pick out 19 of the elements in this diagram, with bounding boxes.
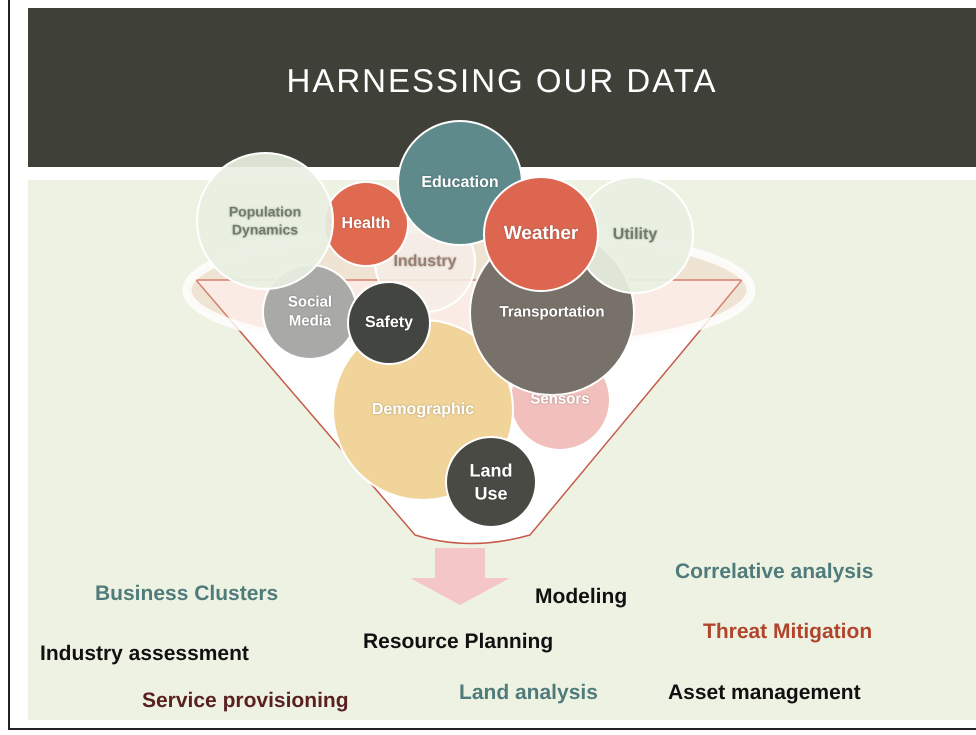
title-text: HARNESSING OUR DATA [286, 60, 718, 101]
outcome-label: Threat Mitigation [703, 619, 872, 645]
bubble-label: Sensors [523, 390, 597, 410]
bubble-label: Safety [361, 313, 417, 333]
outcome-label: Land analysis [459, 680, 598, 706]
outcome-label: Modeling [535, 584, 628, 610]
outcome-label: Industry assessment [40, 641, 249, 667]
outcome-label: Business Clusters [95, 581, 278, 607]
bubble-label: Industry [388, 252, 462, 272]
bubble-label: Demographic [346, 400, 500, 420]
bubble-label: Utility [590, 225, 680, 245]
outcome-label: Service provisioning [142, 688, 349, 714]
outcome-label: Resource Planning [363, 629, 554, 655]
outcome-label: Asset management [668, 680, 861, 706]
bubble-label: Transportation [480, 304, 624, 322]
bubble-label: Weather [497, 222, 585, 246]
outcome-label: Correlative analysis [675, 559, 874, 585]
bubble-label: Health [337, 214, 395, 234]
bubble-label: Education [411, 173, 509, 193]
